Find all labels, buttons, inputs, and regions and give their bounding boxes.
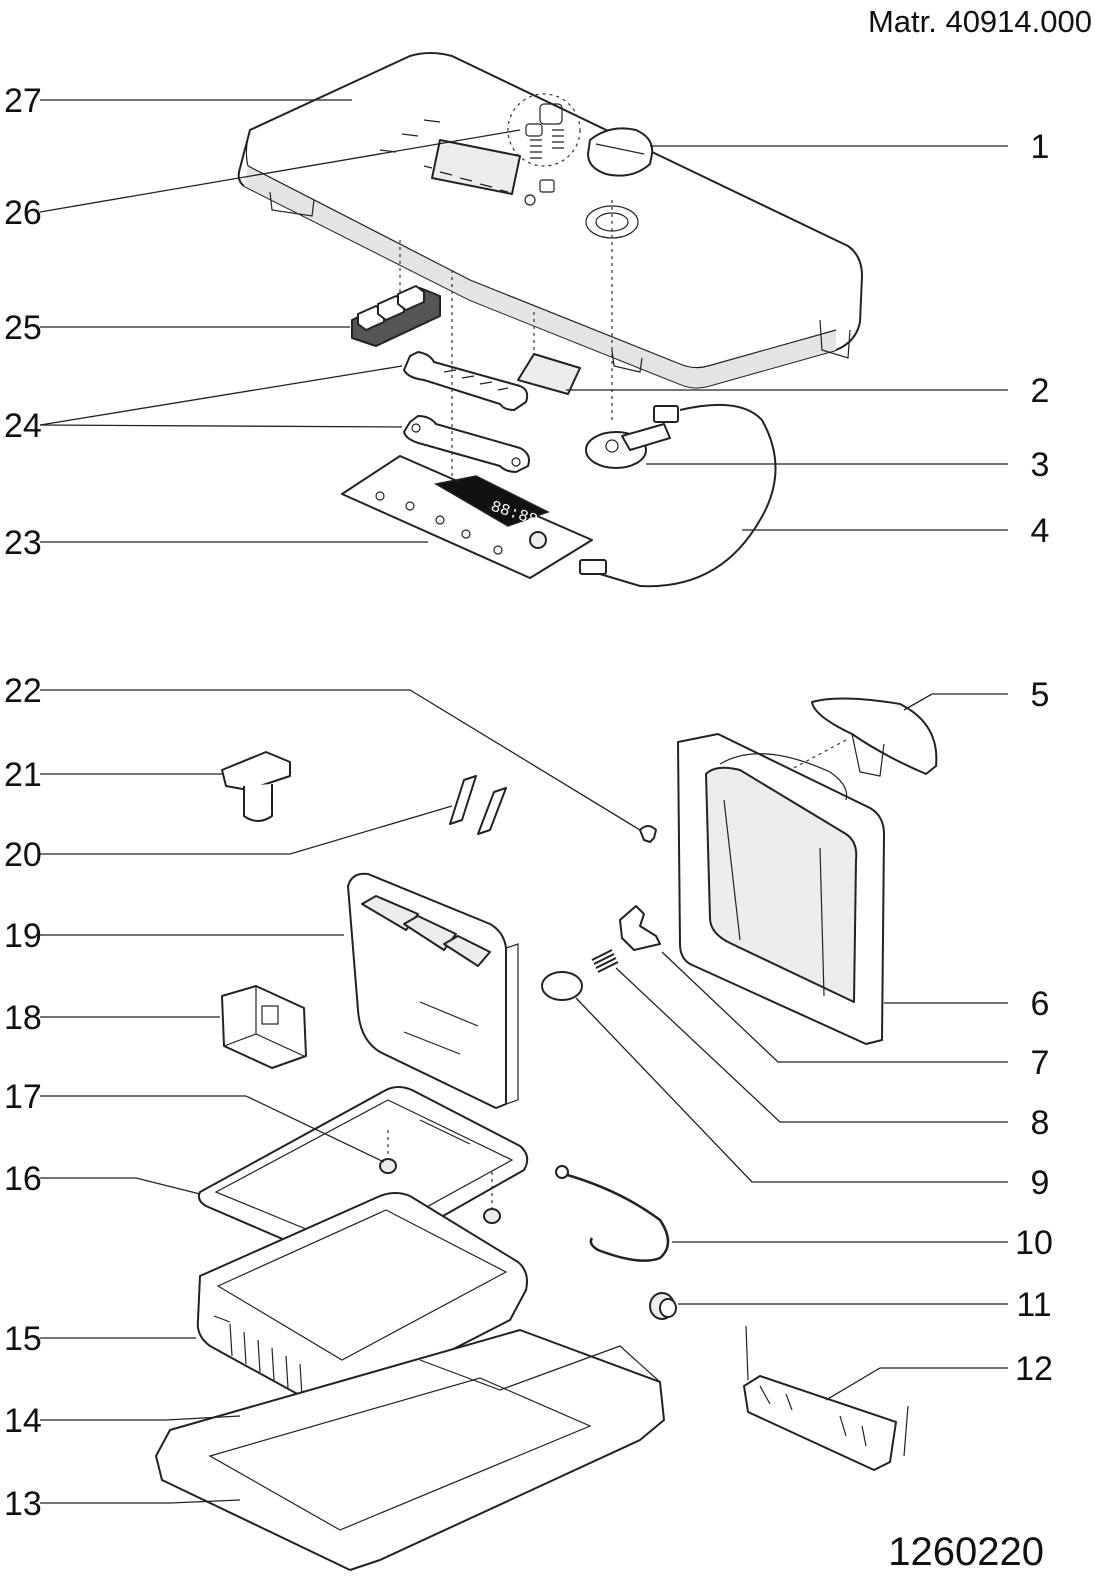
part-13-base-frame <box>155 1329 665 1571</box>
part-10-cable-tie <box>563 1172 670 1262</box>
callout-18: 18 <box>4 999 42 1037</box>
part-17-bung-2 <box>483 1208 501 1224</box>
callout-24: 24 <box>4 407 42 445</box>
part-12-bracket <box>743 1325 909 1471</box>
callout-7: 7 <box>1031 1044 1050 1082</box>
part-23-pcb: 88:88 <box>341 455 593 579</box>
leader-lines <box>39 99 1008 1504</box>
callout-2: 2 <box>1031 372 1050 410</box>
callout-12: 12 <box>1015 1350 1053 1388</box>
callout-23: 23 <box>4 524 42 562</box>
callout-17: 17 <box>4 1078 42 1116</box>
part-24-key-holders <box>403 351 530 473</box>
callout-14: 14 <box>4 1402 42 1440</box>
part-22-screw <box>639 825 657 843</box>
callout-9: 9 <box>1031 1164 1050 1202</box>
part-19-detergent-drawer <box>347 872 519 1109</box>
callout-27: 27 <box>4 82 42 120</box>
callout-11: 11 <box>1016 1286 1051 1324</box>
callout-15: 15 <box>4 1320 42 1358</box>
drawing-code: 1260220 <box>888 1530 1044 1574</box>
part-4-connector <box>579 559 607 575</box>
callout-26: 26 <box>4 194 42 232</box>
part-11-grommet <box>649 1292 677 1320</box>
callout-13: 13 <box>4 1485 42 1523</box>
callout-25: 25 <box>4 309 42 347</box>
part-5-handle <box>789 697 938 777</box>
part-18-door-lock <box>221 985 307 1069</box>
part-27-control-panel-cover <box>237 52 863 389</box>
part-2-plate <box>517 353 581 395</box>
part-9-cap <box>541 971 583 1001</box>
callout-1: 1 <box>1031 128 1050 166</box>
part-8-spring <box>591 949 619 973</box>
part-3-encoder <box>585 405 679 469</box>
part-6-door-frame <box>677 733 885 1045</box>
part-7-lever <box>619 905 661 951</box>
callout-3: 3 <box>1031 446 1050 484</box>
callout-19: 19 <box>4 917 42 955</box>
callout-16: 16 <box>4 1160 42 1198</box>
callout-22: 22 <box>4 672 42 710</box>
callout-20: 20 <box>4 836 42 874</box>
part-21-t-knob <box>221 751 291 822</box>
callout-6: 6 <box>1031 985 1050 1023</box>
callout-4: 4 <box>1031 512 1050 550</box>
material-number: Matr. 40914.000 <box>868 4 1092 39</box>
part-20-clip <box>449 775 507 835</box>
part-25-key-block <box>351 285 441 347</box>
part-10-tie-head <box>555 1165 569 1179</box>
callout-8: 8 <box>1031 1104 1050 1142</box>
part-4-cable <box>599 403 777 588</box>
callout-labels: 27 26 25 24 23 22 21 20 19 18 17 16 15 1… <box>4 82 1053 1523</box>
callout-21: 21 <box>4 756 42 794</box>
callout-5: 5 <box>1031 676 1050 714</box>
callout-10: 10 <box>1015 1224 1053 1262</box>
